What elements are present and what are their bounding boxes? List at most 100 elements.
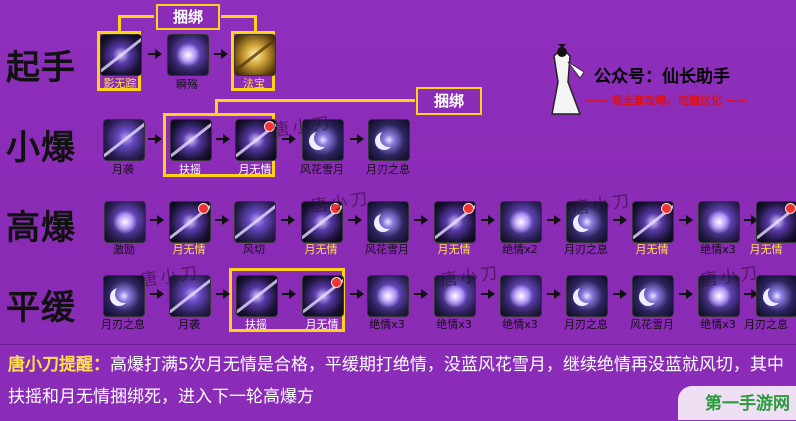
arrow-icon — [547, 289, 561, 299]
row-label-high-burst: 高爆 — [6, 208, 76, 248]
skill-label: 月袭 — [178, 318, 200, 331]
skill-icon — [367, 201, 409, 243]
skill-icon — [367, 275, 409, 317]
skill-icon — [301, 201, 343, 243]
watermark: 唐小刀 — [699, 262, 762, 292]
skill-label: 月无情 — [238, 163, 272, 176]
skill-icon — [756, 201, 796, 243]
skill-icon — [234, 34, 276, 76]
skill-icon — [100, 34, 142, 76]
skill-icon — [698, 201, 740, 243]
arrow-icon — [350, 134, 364, 144]
skill-label: 月袭 — [112, 163, 134, 176]
skill-label: 影无踪 — [103, 77, 137, 90]
skill-label: 月刃之息 — [744, 318, 788, 331]
bind-connector-top-right — [221, 15, 257, 18]
skill-label: 绝情x3 — [369, 318, 405, 331]
bind-connector-top-left — [118, 15, 154, 18]
bind-connector-top — [215, 99, 415, 102]
skill-label: 绝情x3 — [700, 243, 736, 256]
skill-label: 月无情 — [304, 243, 338, 256]
skill-icon — [756, 275, 796, 317]
arrow-icon — [215, 215, 229, 225]
skill-icon — [434, 275, 476, 317]
tip-body: 高爆打满5次月无情是合格，平缓期打绝情，没蓝风花雪月，继续绝情再没蓝就风切，其中… — [8, 355, 784, 407]
skill-icon — [500, 275, 542, 317]
skill-icon — [302, 275, 344, 317]
skill-icon — [632, 201, 674, 243]
tip-panel — [0, 344, 796, 421]
arrow-icon — [613, 215, 627, 225]
bind-connector-left — [215, 99, 218, 115]
mascot-figure — [540, 42, 585, 122]
row-label-steady: 平缓 — [6, 288, 76, 328]
site-logo-text: 第一手游网 — [705, 394, 790, 414]
skill-label: 月无情 — [172, 243, 206, 256]
arrow-icon — [744, 215, 758, 225]
row-label-small-burst: 小爆 — [6, 128, 76, 168]
logo-title: 公众号：仙长助手 — [594, 67, 730, 87]
skill-label: 瞬殇 — [176, 78, 198, 91]
skill-icon — [566, 201, 608, 243]
arrow-icon — [350, 289, 364, 299]
skill-label: 月刃之息 — [564, 318, 608, 331]
arrow-icon — [282, 134, 296, 144]
bind-connector-right — [254, 15, 257, 33]
arrow-icon — [150, 289, 164, 299]
bind-connector-left — [118, 15, 121, 33]
skill-icon — [169, 275, 211, 317]
arrow-icon — [744, 289, 758, 299]
skill-icon — [235, 119, 277, 161]
arrow-icon — [216, 289, 230, 299]
arrow-icon — [679, 215, 693, 225]
skill-label: 月无情 — [749, 243, 783, 256]
skill-icon — [434, 201, 476, 243]
skill-label: 月无情 — [635, 243, 669, 256]
logo-subtitle: —— 现全套攻略、电脑优化 —— — [586, 94, 748, 107]
arrow-icon — [348, 215, 362, 225]
bind-tag-opener: 捆绑 — [156, 4, 220, 30]
arrow-icon — [414, 289, 428, 299]
arrow-icon — [481, 215, 495, 225]
arrow-icon — [414, 215, 428, 225]
skill-icon — [236, 275, 278, 317]
skill-icon — [170, 119, 212, 161]
skill-icon — [104, 201, 146, 243]
skill-label: 风花雪月 — [630, 318, 674, 331]
skill-label: 月无情 — [305, 318, 339, 331]
row-label-opener: 起手 — [6, 48, 76, 88]
arrow-icon — [613, 289, 627, 299]
arrow-icon — [148, 134, 162, 144]
skill-label: 月刃之息 — [101, 318, 145, 331]
skill-icon — [103, 119, 145, 161]
skill-label: 绝情x3 — [502, 318, 538, 331]
skill-label: 绝情x2 — [502, 243, 538, 256]
arrow-icon — [481, 289, 495, 299]
skill-label: 扶摇 — [179, 163, 201, 176]
bind-tag-small-burst: 捆绑 — [416, 87, 482, 115]
tip-text: 唐小刀提醒：高爆打满5次月无情是合格，平缓期打绝情，没蓝风花雪月，继续绝情再没蓝… — [8, 349, 788, 413]
skill-icon — [234, 201, 276, 243]
arrow-icon — [281, 215, 295, 225]
skill-label: 绝情x3 — [700, 318, 736, 331]
skill-icon — [368, 119, 410, 161]
skill-label: 激励 — [113, 243, 135, 256]
skill-label: 月刃之息 — [564, 243, 608, 256]
tip-head: 唐小刀提醒： — [8, 355, 110, 375]
arrow-icon — [148, 49, 162, 59]
arrow-icon — [150, 215, 164, 225]
watermark: 唐小刀 — [439, 262, 502, 292]
arrow-icon — [282, 289, 296, 299]
skill-icon — [500, 201, 542, 243]
skill-icon — [302, 119, 344, 161]
skill-icon — [167, 34, 209, 76]
skill-label: 法宝 — [243, 77, 265, 90]
watermark: 唐小刀 — [309, 188, 372, 218]
skill-label: 绝情x3 — [436, 318, 472, 331]
arrow-icon — [547, 215, 561, 225]
skill-label: 月刃之息 — [366, 163, 410, 176]
arrow-icon — [216, 134, 230, 144]
skill-label: 风花雪月 — [365, 243, 409, 256]
arrow-icon — [679, 289, 693, 299]
